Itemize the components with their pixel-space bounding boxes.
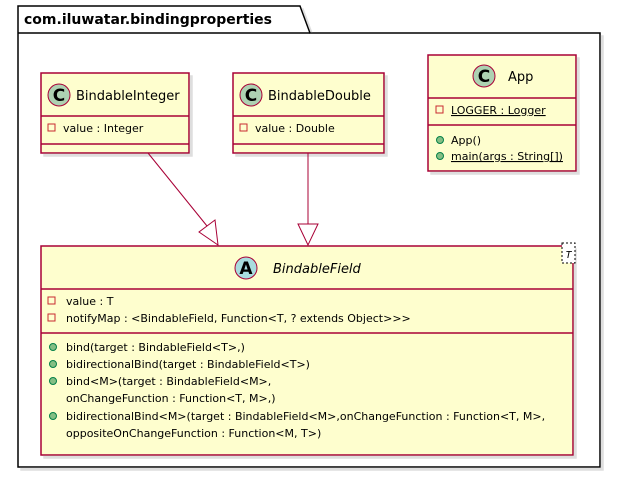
method-continuation: onChangeFunction : Function<T, M>,) bbox=[66, 392, 276, 405]
method: bind(target : BindableField<T>,) bbox=[66, 341, 245, 354]
class-stereotype-icon bbox=[47, 83, 71, 107]
class-name: BindableDouble bbox=[268, 89, 371, 104]
public-method-icon bbox=[49, 412, 57, 420]
class-name: BindableInteger bbox=[76, 89, 180, 104]
class-app[interactable]: C App LOGGER : Logger App() main(args : … bbox=[427, 54, 577, 172]
class-bindable-field[interactable]: T A BindableField value : T notifyMap : … bbox=[40, 242, 576, 456]
class-bindable-double[interactable]: C BindableDouble value : Double bbox=[232, 72, 385, 154]
class-bindable-integer[interactable]: C BindableInteger value : Integer bbox=[40, 72, 190, 154]
method: bidirectionalBind<M>(target : BindableFi… bbox=[66, 410, 545, 423]
attribute: value : Double bbox=[255, 122, 335, 135]
method: bidirectionalBind(target : BindableField… bbox=[66, 358, 310, 371]
package-name: com.iluwatar.bindingproperties bbox=[24, 12, 272, 28]
stereotype-letter: A bbox=[239, 259, 253, 279]
attribute: value : T bbox=[66, 295, 114, 308]
stereotype-letter: C bbox=[478, 67, 490, 87]
class-stereotype-icon bbox=[472, 64, 496, 88]
class-box bbox=[427, 54, 577, 172]
public-method-icon bbox=[49, 360, 57, 368]
public-method-icon bbox=[49, 377, 57, 385]
type-parameter-box bbox=[561, 242, 576, 264]
attribute-static: LOGGER : Logger bbox=[451, 104, 546, 117]
class-stereotype-icon bbox=[239, 83, 263, 107]
stereotype-letter: C bbox=[245, 86, 257, 106]
private-field-icon bbox=[435, 105, 444, 114]
private-field-icon bbox=[47, 296, 56, 305]
type-parameter: T bbox=[565, 250, 572, 261]
abstract-stereotype-icon bbox=[234, 256, 258, 280]
attribute: value : Integer bbox=[63, 122, 144, 135]
method-continuation: oppositeOnChangeFunction : Function<M, T… bbox=[66, 427, 321, 440]
inheritance-arrow-integer bbox=[147, 152, 219, 247]
public-method-icon bbox=[49, 343, 57, 351]
inheritance-arrow-double bbox=[297, 153, 319, 247]
private-field-icon bbox=[47, 123, 56, 132]
class-name: BindableField bbox=[273, 262, 362, 277]
attribute: notifyMap : <BindableField, Function<T, … bbox=[66, 312, 411, 325]
public-method-icon bbox=[436, 152, 444, 160]
stereotype-letter: C bbox=[53, 86, 65, 106]
method: bind<M>(target : BindableField<M>, bbox=[66, 375, 271, 388]
class-name: App bbox=[508, 70, 533, 85]
public-method-icon bbox=[436, 136, 444, 144]
private-field-icon bbox=[47, 313, 56, 322]
method: App() bbox=[451, 134, 481, 147]
class-box bbox=[40, 245, 574, 456]
method-static: main(args : String[]) bbox=[451, 150, 563, 163]
private-field-icon bbox=[239, 123, 248, 132]
